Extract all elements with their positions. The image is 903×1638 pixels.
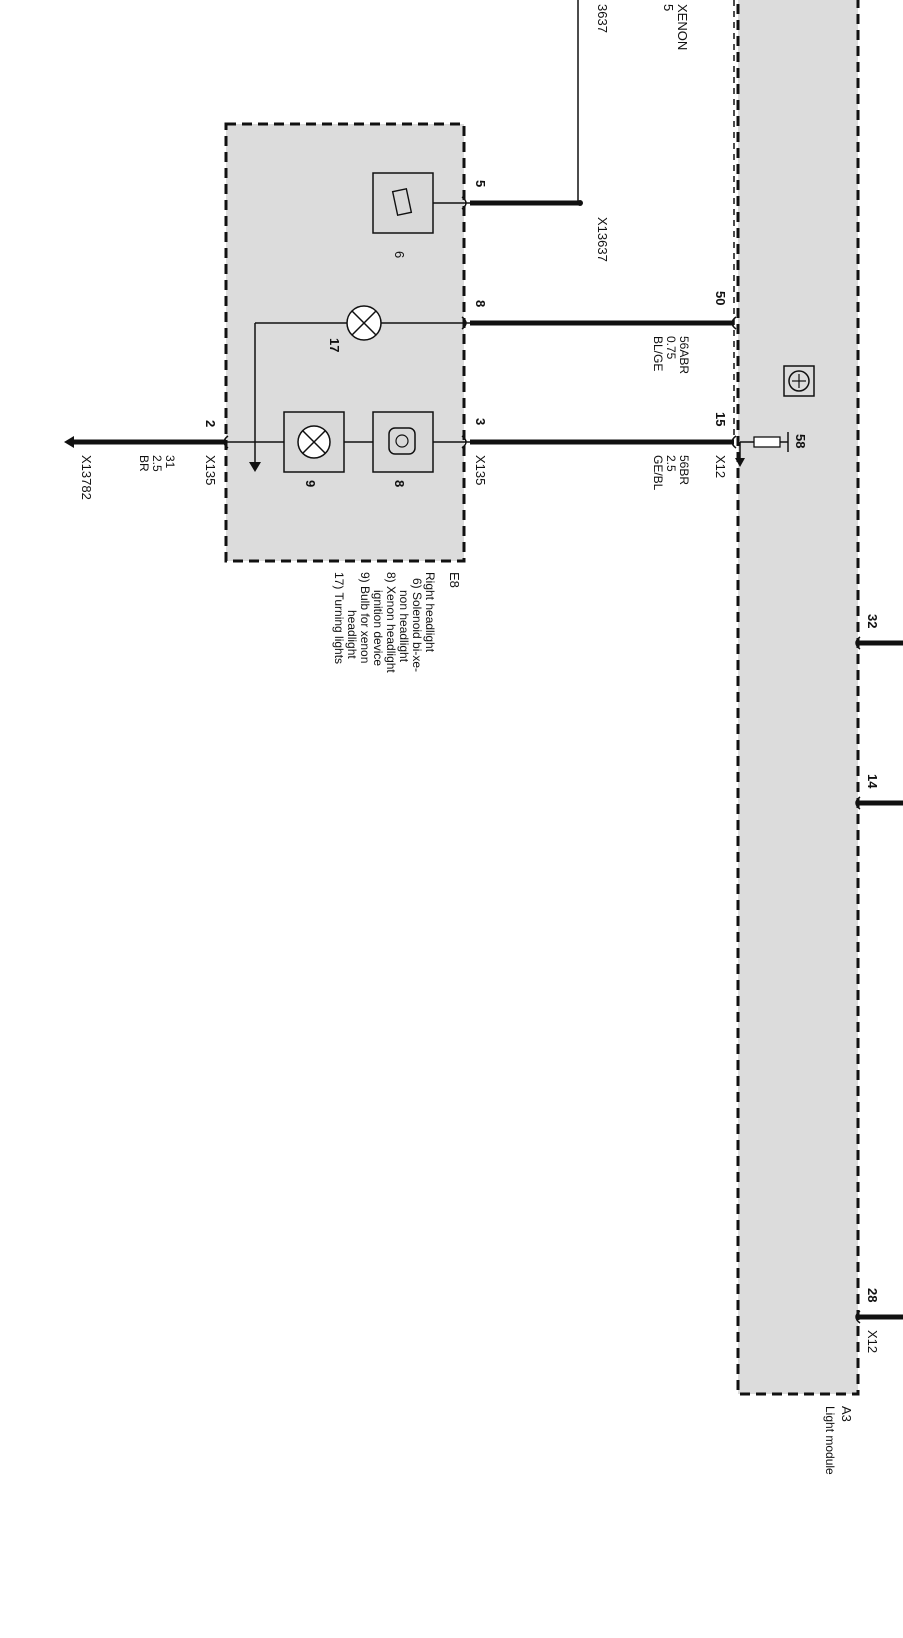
legend-line: headlight (345, 610, 359, 659)
splice-x13637 (577, 200, 583, 206)
x135-top-label: X135 (473, 455, 488, 485)
x13782-label: X13782 (79, 455, 94, 500)
right-headlight-legend: Right headlight 6) Solenoid bi-xe- non h… (332, 572, 437, 673)
wire-ground-size: 2.5 (150, 455, 164, 472)
legend-line: Right headlight (423, 572, 437, 653)
pin28-label: 28 (865, 1288, 880, 1302)
pin14-label: 14 (865, 774, 880, 789)
solenoid-component (372, 172, 470, 234)
right-headlight-id: E8 (447, 572, 462, 588)
turn-bulb-component (249, 305, 470, 472)
wire-pin8-color: BL/GE (651, 336, 665, 371)
legend-line: non headlight (397, 590, 411, 663)
turn-bulb-ref: 17 (327, 338, 342, 352)
light-module-box (736, 0, 860, 1396)
wire-ground-code: 31 (163, 455, 177, 469)
ignition-device-component (372, 411, 434, 473)
wire-pin3-color: GE/BL (651, 455, 665, 491)
legend-line: 9) Bulb for xenon (358, 572, 372, 663)
term58-feed (735, 432, 789, 467)
light-module-id: A3 (839, 1406, 854, 1422)
pin15-label: 15 (713, 412, 728, 426)
x13637-label: X13637 (595, 217, 610, 262)
wire-pin8-code: 56ABR (677, 336, 691, 374)
xenon-bulb-component (283, 411, 345, 473)
legend-line: ignition device (371, 590, 385, 666)
wire-pin8-size: 0.75 (664, 336, 678, 360)
legend-line: 17) Turning lights (332, 572, 346, 664)
ground-arrow-icon (64, 436, 74, 448)
top-fragment-line2: 5 (661, 4, 676, 11)
top-fragment-line1: XENON (675, 4, 690, 50)
xenon-bulb-ref: 9 (303, 480, 318, 487)
light-module-name: Light module (823, 1406, 837, 1475)
ignition-device-ref: 8 (392, 480, 407, 487)
wire-pin3-code: 56BR (677, 455, 691, 485)
x12-pin15-label: X12 (713, 455, 728, 478)
legend-line: 6) Solenoid bi-xe- (410, 578, 424, 672)
x135-bottom-label: X135 (203, 455, 218, 485)
pin2-label: 2 (203, 420, 218, 427)
pin50-label: 50 (713, 291, 728, 305)
top-fragment-ref: 3637 (595, 4, 610, 33)
solenoid-ref: 6 (392, 251, 407, 258)
pin3-label: 3 (473, 418, 488, 425)
light-module-symbol-icon (783, 365, 815, 397)
wire-pin3-size: 2.5 (664, 455, 678, 472)
pin5-label: 5 (473, 180, 488, 187)
term58-label: 58 (793, 434, 808, 448)
headlight-connector-marks (223, 196, 737, 449)
legend-line: 8) Xenon headlight (384, 572, 398, 673)
x12-pin28-label: X12 (865, 1330, 880, 1353)
pin8-label: 8 (473, 300, 488, 307)
module-right-connector-marks (855, 636, 861, 1324)
wire-ground-color: BR (137, 455, 151, 472)
pin32-label: 32 (865, 614, 880, 628)
